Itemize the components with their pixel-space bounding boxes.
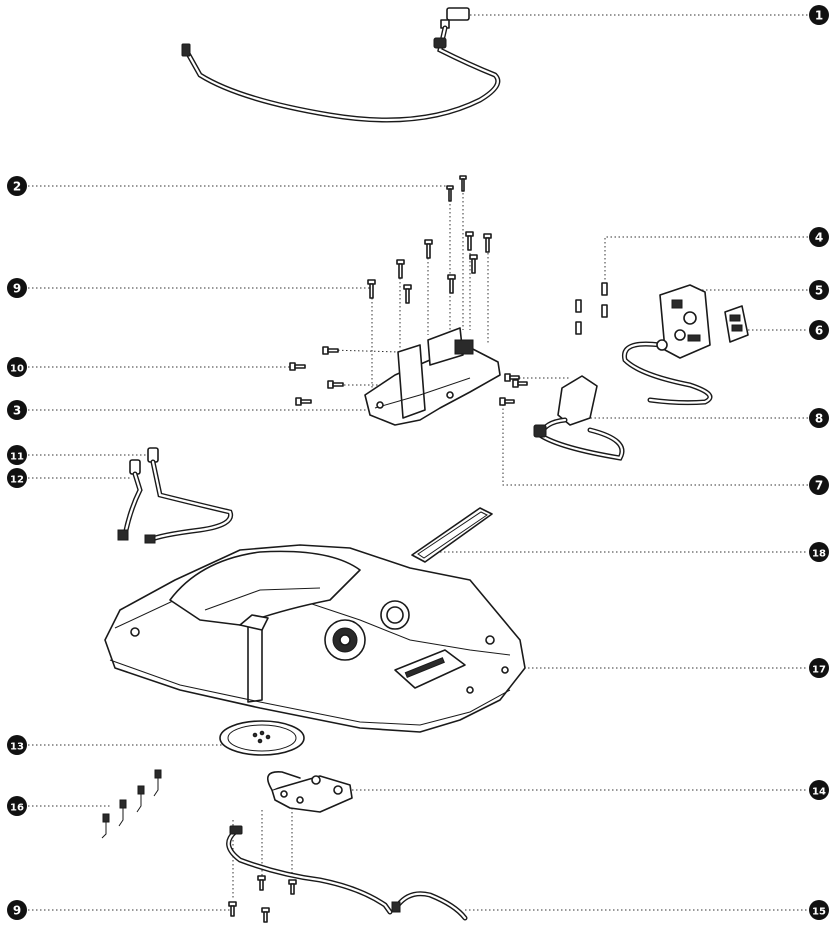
part-15-cable xyxy=(226,825,468,921)
svg-text:18: 18 xyxy=(812,549,826,560)
svg-text:7: 7 xyxy=(815,479,823,493)
part-18-seal xyxy=(411,507,493,563)
part-16-connectors xyxy=(101,769,162,839)
svg-text:4: 4 xyxy=(815,231,823,245)
svg-text:14: 14 xyxy=(812,787,826,798)
svg-text:15: 15 xyxy=(812,907,826,918)
screw xyxy=(367,279,376,299)
callout-10: 10 xyxy=(7,357,27,377)
part-7-screws xyxy=(499,373,528,406)
svg-text:6: 6 xyxy=(815,324,823,338)
svg-text:13: 13 xyxy=(10,742,24,753)
svg-text:9: 9 xyxy=(13,904,21,918)
leader-7 xyxy=(502,400,808,486)
part-6-board xyxy=(724,305,749,343)
callout-12: 12 xyxy=(7,468,27,488)
callout-13: 13 xyxy=(7,735,27,755)
callout-7: 7 xyxy=(809,475,829,495)
screw xyxy=(446,185,454,202)
svg-text:17: 17 xyxy=(812,665,826,676)
screw xyxy=(483,233,492,253)
screw xyxy=(403,284,412,304)
callout-11: 11 xyxy=(7,445,27,465)
screw xyxy=(465,231,474,251)
screw xyxy=(424,239,433,259)
part-10-screws xyxy=(289,346,344,406)
callout-badges: 1 2 9 10 3 11 12 4 5 6 8 7 18 17 13 14 1… xyxy=(7,5,829,920)
part-5-control-module xyxy=(621,284,713,406)
svg-text:16: 16 xyxy=(10,803,24,814)
screw xyxy=(447,274,456,294)
svg-text:5: 5 xyxy=(815,284,823,298)
part-1-cable xyxy=(181,7,501,123)
part-13-plate xyxy=(219,720,305,756)
screws-top xyxy=(367,175,492,304)
screw xyxy=(459,175,467,192)
callout-17: 17 xyxy=(809,658,829,678)
screw xyxy=(469,254,478,274)
part-4-clips xyxy=(575,282,608,335)
svg-text:3: 3 xyxy=(13,404,21,418)
svg-text:8: 8 xyxy=(815,412,823,426)
leader-4 xyxy=(604,236,808,282)
callout-14: 14 xyxy=(809,780,829,800)
leader-10-a xyxy=(329,349,401,353)
callout-15: 15 xyxy=(809,900,829,920)
part-11-12-harness xyxy=(117,447,234,544)
callout-9-top: 9 xyxy=(7,278,27,298)
part-17-housing xyxy=(104,544,526,733)
callout-2: 2 xyxy=(7,176,27,196)
svg-text:9: 9 xyxy=(13,282,21,296)
part-8-power-unit xyxy=(533,375,625,461)
callout-9-bottom: 9 xyxy=(7,900,27,920)
callout-18: 18 xyxy=(809,542,829,562)
svg-text:12: 12 xyxy=(10,475,24,486)
svg-text:1: 1 xyxy=(815,9,823,23)
part-14-mount xyxy=(266,771,353,813)
screw xyxy=(396,259,405,279)
svg-text:11: 11 xyxy=(10,452,24,463)
callout-16: 16 xyxy=(7,796,27,816)
callout-5: 5 xyxy=(809,280,829,300)
screws-bottom xyxy=(228,875,297,923)
callout-8: 8 xyxy=(809,408,829,428)
part-3-bracket xyxy=(364,327,501,426)
svg-text:2: 2 xyxy=(13,180,21,194)
callout-3: 3 xyxy=(7,400,27,420)
svg-text:10: 10 xyxy=(10,364,24,375)
callout-1: 1 xyxy=(809,5,829,25)
leader-lines xyxy=(28,14,808,911)
callout-6: 6 xyxy=(809,320,829,340)
callout-4: 4 xyxy=(809,227,829,247)
leader-2 xyxy=(28,185,451,330)
